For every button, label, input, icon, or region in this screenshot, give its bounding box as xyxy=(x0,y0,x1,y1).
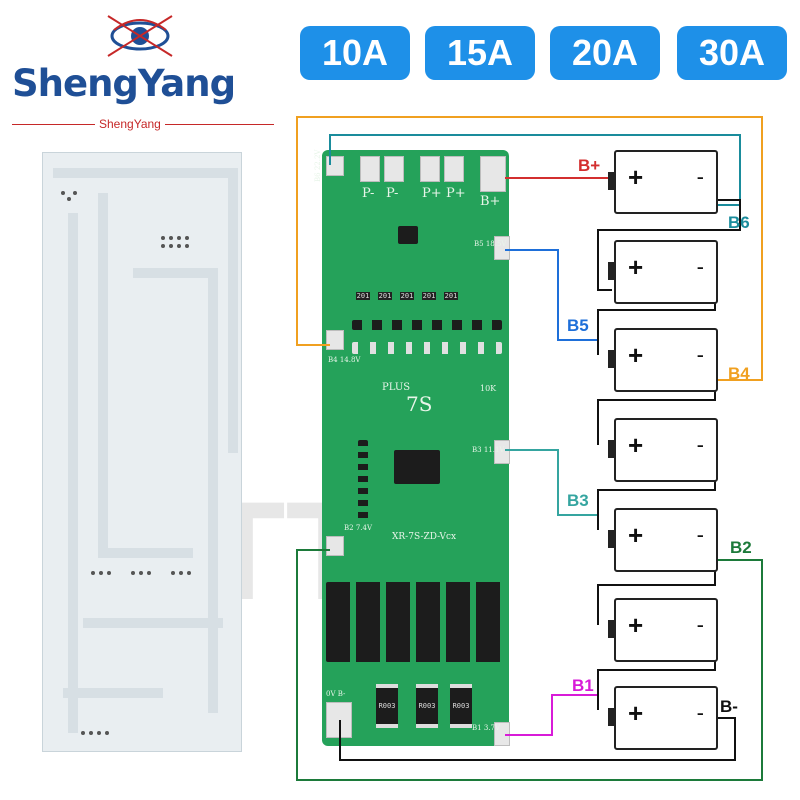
battery-cell-2: + - xyxy=(608,598,718,662)
pad-b2 xyxy=(326,536,344,556)
silk-p-plus-2: P+ xyxy=(446,186,466,201)
battery-terminal-icon xyxy=(608,262,614,280)
resistor-4: 201 xyxy=(422,292,436,300)
battery-terminal-icon xyxy=(608,350,614,368)
silk-7s: 7S xyxy=(406,392,433,416)
shunt-resistor-2: R003 xyxy=(416,684,438,728)
wire-b3 xyxy=(505,449,599,530)
battery-minus: - xyxy=(696,522,704,547)
pcb-back-traces xyxy=(53,168,238,735)
battery-plus: + xyxy=(628,610,644,640)
battery-cell-7: + - xyxy=(608,150,718,214)
battery-cell-5: + - xyxy=(608,328,718,392)
wire-b6 xyxy=(329,134,741,206)
wire-b5 xyxy=(505,249,599,355)
label-b4: B4 xyxy=(728,364,750,383)
resistor-5: 201 xyxy=(444,292,458,300)
wire-b2 xyxy=(296,549,763,781)
battery-minus: - xyxy=(696,164,704,189)
badge-30a: 30A xyxy=(677,26,787,80)
battery-plus: + xyxy=(628,520,644,550)
battery-cell-3: + - xyxy=(608,508,718,572)
transistor-row xyxy=(352,320,502,330)
battery-plus: + xyxy=(628,340,644,370)
label-b6: B6 xyxy=(728,213,750,232)
battery-terminal-icon xyxy=(608,172,614,190)
silk-model: XR-7S-ZD-Vcx xyxy=(392,532,457,542)
component-column xyxy=(358,440,368,520)
pad-b3 xyxy=(494,440,510,464)
silk-b2: B2 7.4V xyxy=(344,524,373,532)
battery-cell-1: + - xyxy=(608,686,718,750)
silk-p-plus-1: P+ xyxy=(422,186,442,201)
capacitor-row xyxy=(352,342,502,354)
resistor-2: 201 xyxy=(378,292,392,300)
pad-b5 xyxy=(494,236,510,260)
wire-b4 xyxy=(296,116,763,381)
badge-20a: 20A xyxy=(550,26,660,80)
shunt-resistor-1: R003 xyxy=(376,684,398,728)
label-b2: B2 xyxy=(730,538,752,557)
label-b5: B5 xyxy=(567,316,589,335)
pad-p-minus-1 xyxy=(360,156,380,182)
pad-p-minus-2 xyxy=(384,156,404,182)
wire-b-minus xyxy=(339,717,736,761)
battery-minus: - xyxy=(696,432,704,457)
battery-minus: - xyxy=(696,612,704,637)
label-b-plus: B+ xyxy=(578,156,601,175)
label-b1: B1 xyxy=(572,676,594,695)
silk-b4: B4 14.8V xyxy=(328,356,361,364)
protection-ic xyxy=(394,450,440,484)
silk-plus: PLUS xyxy=(382,382,411,393)
pad-b-plus xyxy=(480,156,506,192)
battery-terminal-icon xyxy=(608,440,614,458)
mosfet-chip xyxy=(398,226,418,244)
pcb-back-side xyxy=(42,152,242,752)
battery-terminal-icon xyxy=(608,708,614,726)
pad-b4 xyxy=(326,330,344,350)
battery-cell-6: + - xyxy=(608,240,718,304)
resistor-3: 201 xyxy=(400,292,414,300)
label-b-minus: B- xyxy=(720,697,738,716)
silk-0v-b-minus: 0V B- xyxy=(326,690,346,698)
battery-plus: + xyxy=(628,162,644,192)
pcb-front-side: P- P- P+ P+ B+ B6 22.2V B5 18.5V 201 201… xyxy=(314,150,510,746)
silk-b1: B1 3.7V xyxy=(472,724,501,732)
battery-minus: - xyxy=(696,254,704,279)
silk-p-minus-2: P- xyxy=(386,186,399,201)
shunt-resistor-3: R003 xyxy=(450,684,472,728)
label-b3: B3 xyxy=(567,491,589,510)
mosfet-array xyxy=(326,582,506,662)
badge-15a: 15A xyxy=(425,26,535,80)
silk-10k: 10K xyxy=(480,384,497,393)
silk-b5: B5 18.5V xyxy=(474,240,507,248)
battery-terminal-icon xyxy=(608,530,614,548)
eye-logo-icon xyxy=(107,15,173,57)
brand-name: ShengYang xyxy=(12,62,236,105)
battery-minus: - xyxy=(696,342,704,367)
wire-b1 xyxy=(505,694,599,736)
pad-p-plus-2 xyxy=(444,156,464,182)
battery-minus: - xyxy=(696,700,704,725)
battery-cell-4: + - xyxy=(608,418,718,482)
battery-plus: + xyxy=(628,252,644,282)
battery-terminal-icon xyxy=(608,620,614,638)
badge-10a: 10A xyxy=(300,26,410,80)
pad-p-plus-1 xyxy=(420,156,440,182)
silk-b3: B3 11.1V xyxy=(472,446,505,454)
silk-p-minus-1: P- xyxy=(362,186,375,201)
battery-plus: + xyxy=(628,698,644,728)
brand-subtitle: ShengYang xyxy=(95,117,165,131)
battery-plus: + xyxy=(628,430,644,460)
logo xyxy=(100,10,180,60)
resistor-1: 201 xyxy=(356,292,370,300)
silk-b-plus: B+ xyxy=(480,194,501,209)
